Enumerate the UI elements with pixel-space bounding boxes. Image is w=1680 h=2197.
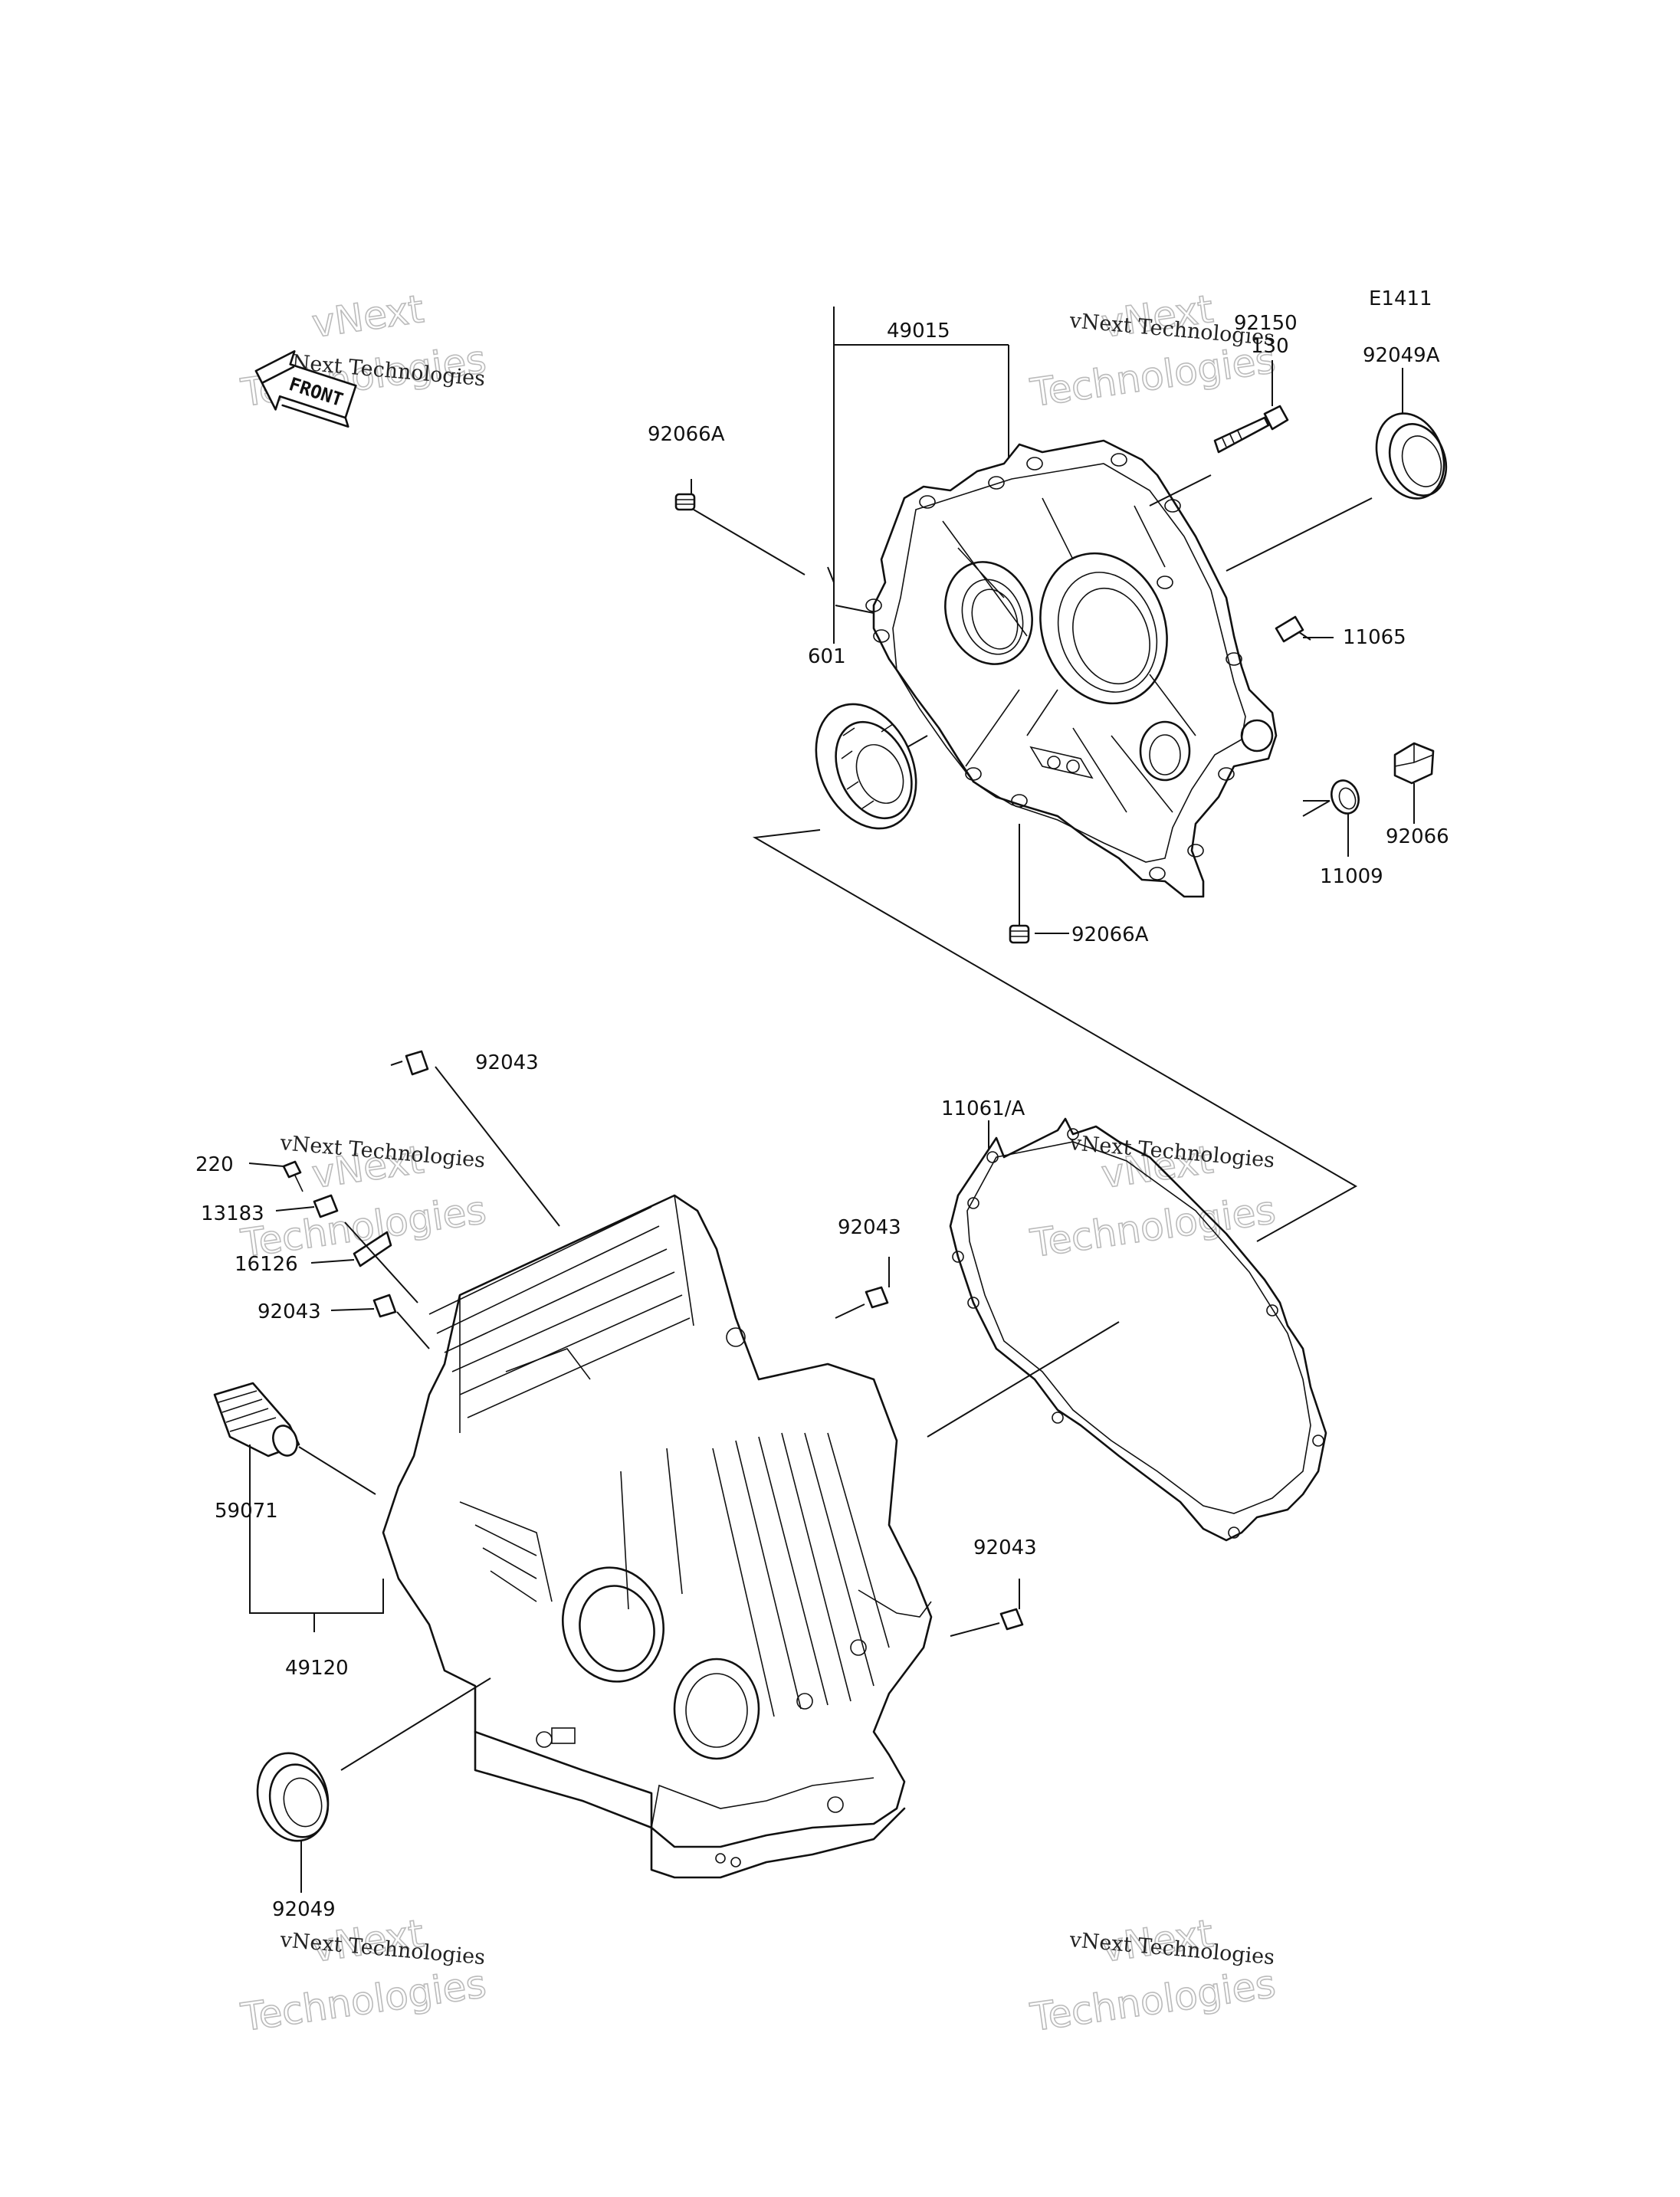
dowel-92043-right <box>865 1286 889 1309</box>
plug-92066 <box>1393 742 1435 785</box>
watermark-text: Technologies <box>1028 337 1278 415</box>
oil-seal-92049a <box>1375 412 1448 500</box>
label-13183: 13183 <box>201 1202 264 1225</box>
screw-220 <box>282 1160 304 1192</box>
washer-11009 <box>1331 779 1360 815</box>
label-601: 601 <box>808 645 846 668</box>
label-130: 130 <box>1251 335 1289 358</box>
diagram-code: E1411 <box>1369 287 1432 310</box>
watermark-text: vNext <box>310 287 427 346</box>
label-92066a-bottom: 92066A <box>1071 923 1149 946</box>
label-11009: 11009 <box>1320 865 1383 888</box>
leader-92043-mid <box>396 1311 430 1349</box>
label-92043-top: 92043 <box>475 1051 539 1074</box>
label-92043-right: 92043 <box>838 1216 901 1239</box>
leader-92043-right <box>835 1303 865 1319</box>
bolt-92150 <box>1213 405 1289 454</box>
label-11065: 11065 <box>1343 626 1406 649</box>
label-16126: 16126 <box>235 1253 298 1276</box>
watermark-text: Technologies <box>1028 1962 1278 2040</box>
oil-hole <box>1139 720 1191 782</box>
drain-hole <box>1240 719 1274 753</box>
label-92043-bottom: 92043 <box>973 1536 1037 1559</box>
leader-plates <box>344 1221 418 1303</box>
leader-59071 <box>298 1446 376 1495</box>
dowel-pin-92066a-bottom <box>1009 924 1030 944</box>
label-92066: 92066 <box>1386 825 1449 848</box>
dowel-92043-top <box>405 1050 429 1076</box>
bearing-boss-right <box>1039 552 1168 705</box>
label-220: 220 <box>195 1153 234 1176</box>
label-11061a: 11061/A <box>941 1097 1025 1120</box>
crankcase-cover-group <box>693 307 1373 1242</box>
gasket-11061a <box>949 1117 1327 1542</box>
leader-92043-top <box>435 1066 560 1227</box>
label-92049: 92049 <box>272 1898 336 1921</box>
watermark-bottom-right: vNext Technologies vNext Technologies <box>1027 1910 1279 2041</box>
oil-seal-92049 <box>256 1752 330 1842</box>
leader-92043-bottom <box>950 1622 1000 1637</box>
watermark-mid-left: vNext Technologies vNext Technologies <box>238 1131 490 1267</box>
label-92066a-top: 92066A <box>648 423 725 446</box>
plate-13183 <box>313 1194 339 1218</box>
gasket-leader <box>927 1321 1120 1438</box>
watermark-mid-right: vNext Technologies vNext Technologies <box>1027 1131 1279 1267</box>
pin-11065 <box>1275 615 1304 643</box>
label-59071: 59071 <box>215 1500 278 1523</box>
label-92150: 92150 <box>1234 312 1298 335</box>
plate-16126 <box>353 1231 392 1267</box>
bracket-49120 <box>249 1444 384 1614</box>
bearing-601 <box>815 703 917 830</box>
label-49120: 49120 <box>285 1657 349 1680</box>
label-92043-mid: 92043 <box>258 1300 321 1323</box>
watermark-text: Technologies <box>238 1962 489 2040</box>
breather-59071 <box>213 1382 300 1458</box>
dowel-92043-bottom <box>999 1608 1024 1631</box>
dowel-92043-mid <box>372 1294 397 1318</box>
leader-92049 <box>340 1677 491 1771</box>
label-92049a: 92049A <box>1363 344 1440 367</box>
crankcase-group <box>382 1194 933 1879</box>
watermark-bottom-left: vNext Technologies vNext Technologies <box>238 1910 490 2041</box>
watermark-text: Technologies <box>1028 1188 1278 1266</box>
watermark-top-right: vNext Technologies vNext Technologies <box>1027 286 1279 416</box>
label-49015: 49015 <box>887 320 950 343</box>
bearing-boss-left <box>944 561 1033 665</box>
dowel-pin-92066a-top <box>674 493 696 511</box>
bolt-holes <box>865 453 1242 880</box>
